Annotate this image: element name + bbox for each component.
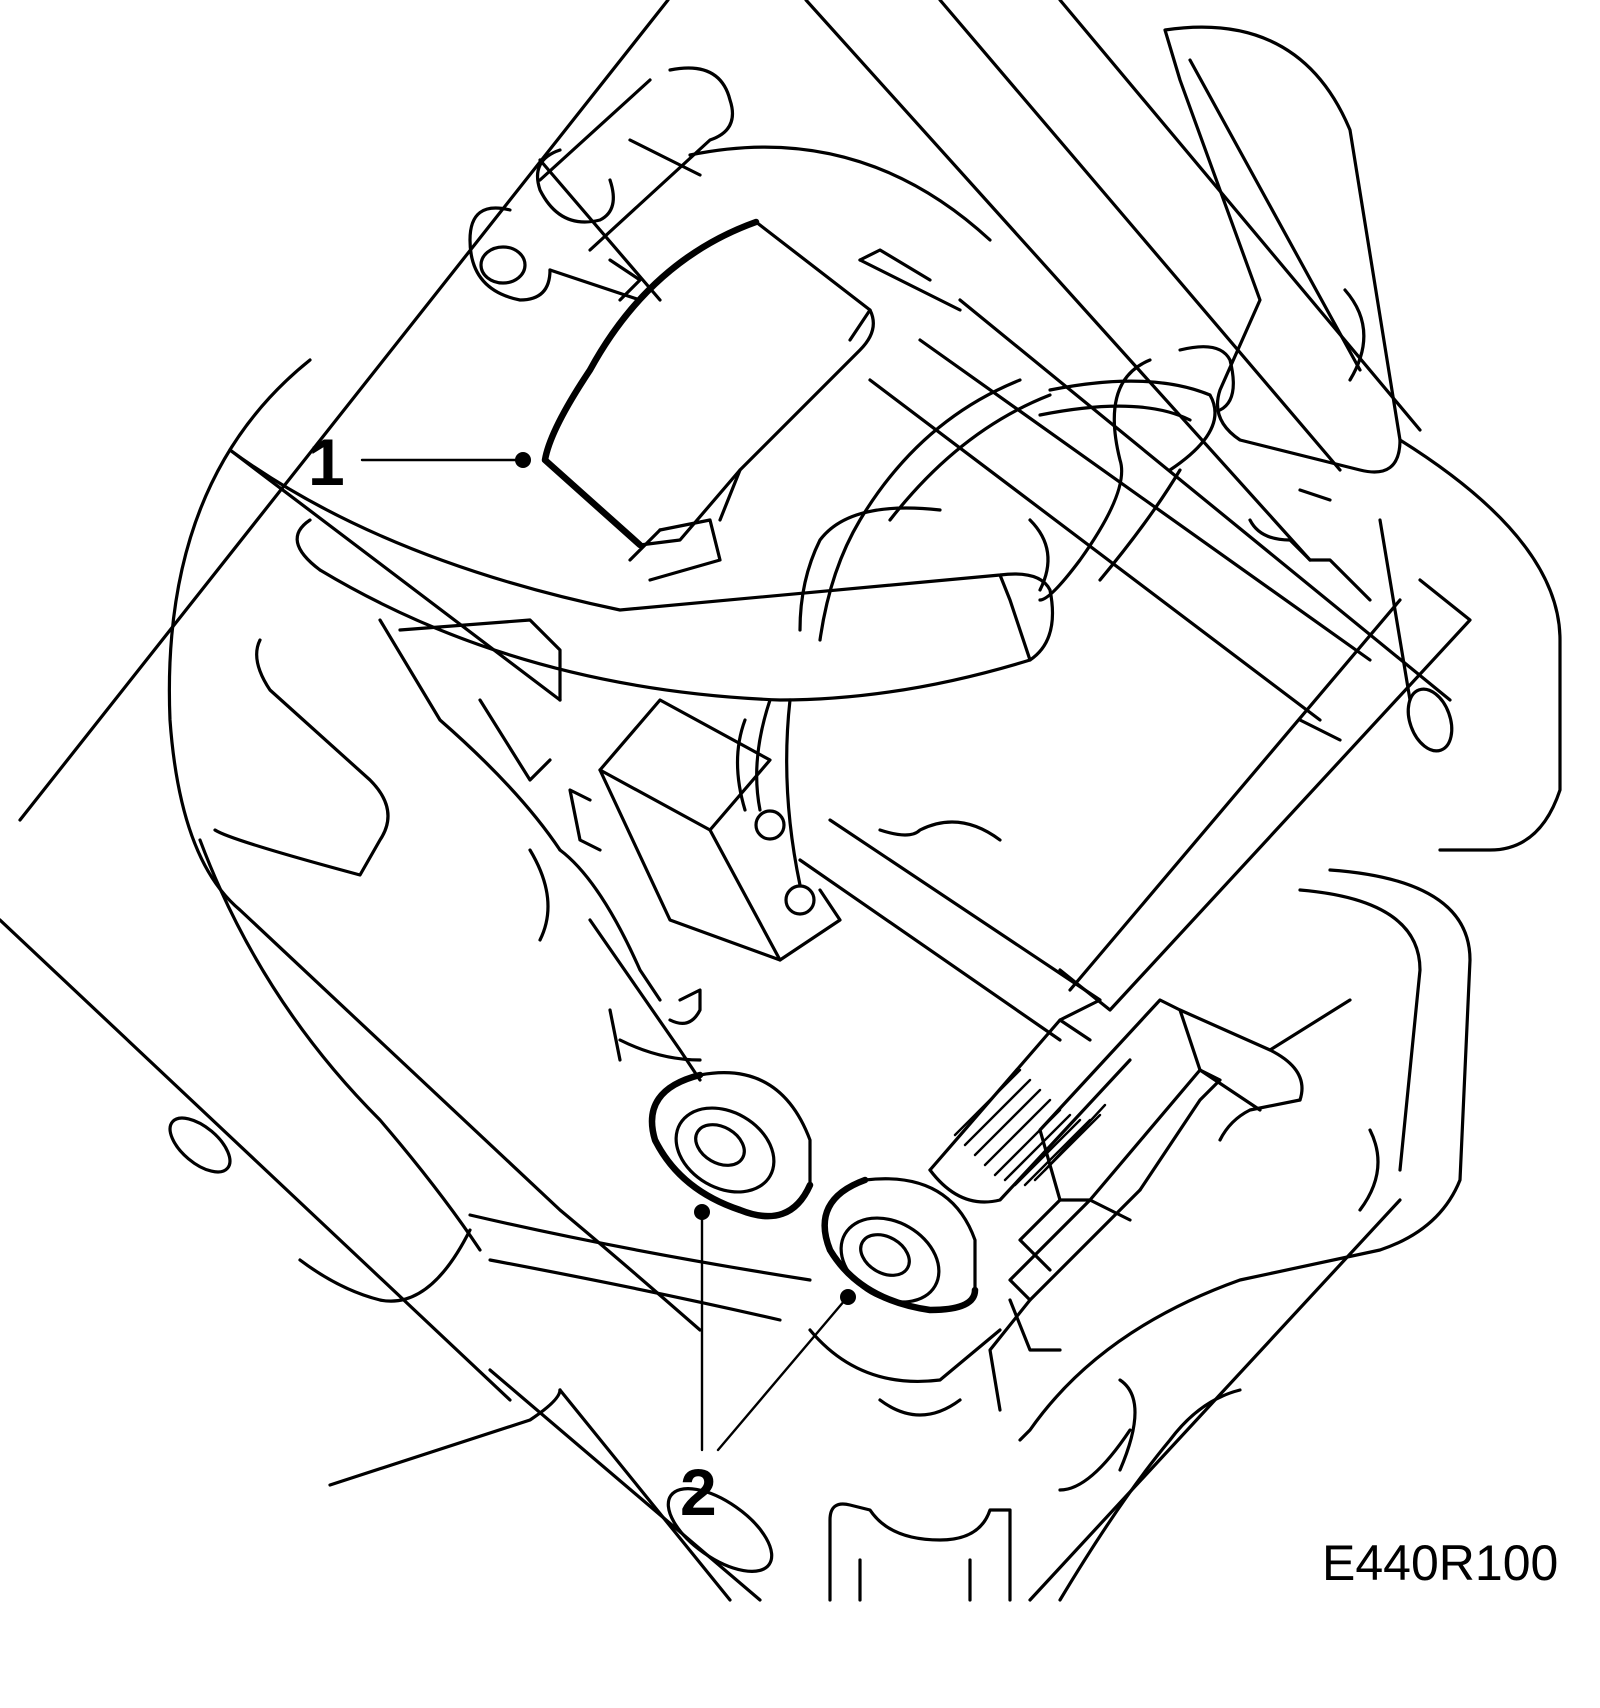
callout-2-dot-left	[694, 1204, 710, 1220]
figure-code: E440R100	[1322, 1535, 1558, 1591]
callout-2: 2	[680, 1204, 856, 1529]
callout-1: 1	[308, 425, 531, 499]
callout-2-label: 2	[680, 1455, 717, 1529]
callout-2-dot-right	[840, 1289, 856, 1305]
callout-1-label: 1	[308, 425, 345, 499]
mechanism	[228, 66, 1472, 1417]
callout-1-dot	[515, 452, 531, 468]
housing-outline	[0, 0, 1562, 1602]
